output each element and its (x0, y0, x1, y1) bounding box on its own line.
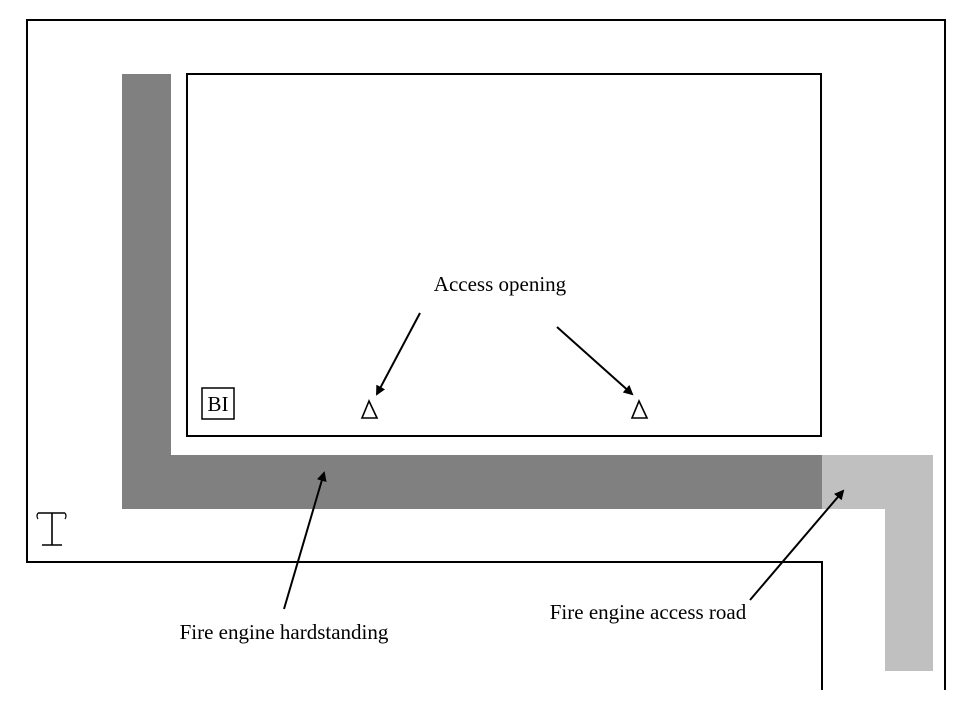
triangle-icon (630, 399, 649, 419)
arrow-access-road (749, 489, 845, 601)
t-icon (36, 512, 67, 546)
building-outline (186, 73, 822, 437)
access-opening-label: Access opening (434, 272, 567, 296)
arrow-access-opening-right (556, 326, 634, 396)
arrow-access-opening-left (376, 312, 421, 396)
triangle-icon (360, 399, 379, 419)
hardstanding-label: Fire engine hardstanding (180, 620, 389, 644)
bi-marker-box (201, 387, 235, 420)
hardstanding-area (122, 74, 822, 509)
site-boundary-outer (26, 19, 946, 690)
arrow-hardstanding (283, 471, 327, 610)
access-road-label: Fire engine access road (550, 600, 747, 624)
access-road-area (822, 455, 933, 671)
bi-marker-label: BI (208, 392, 229, 416)
